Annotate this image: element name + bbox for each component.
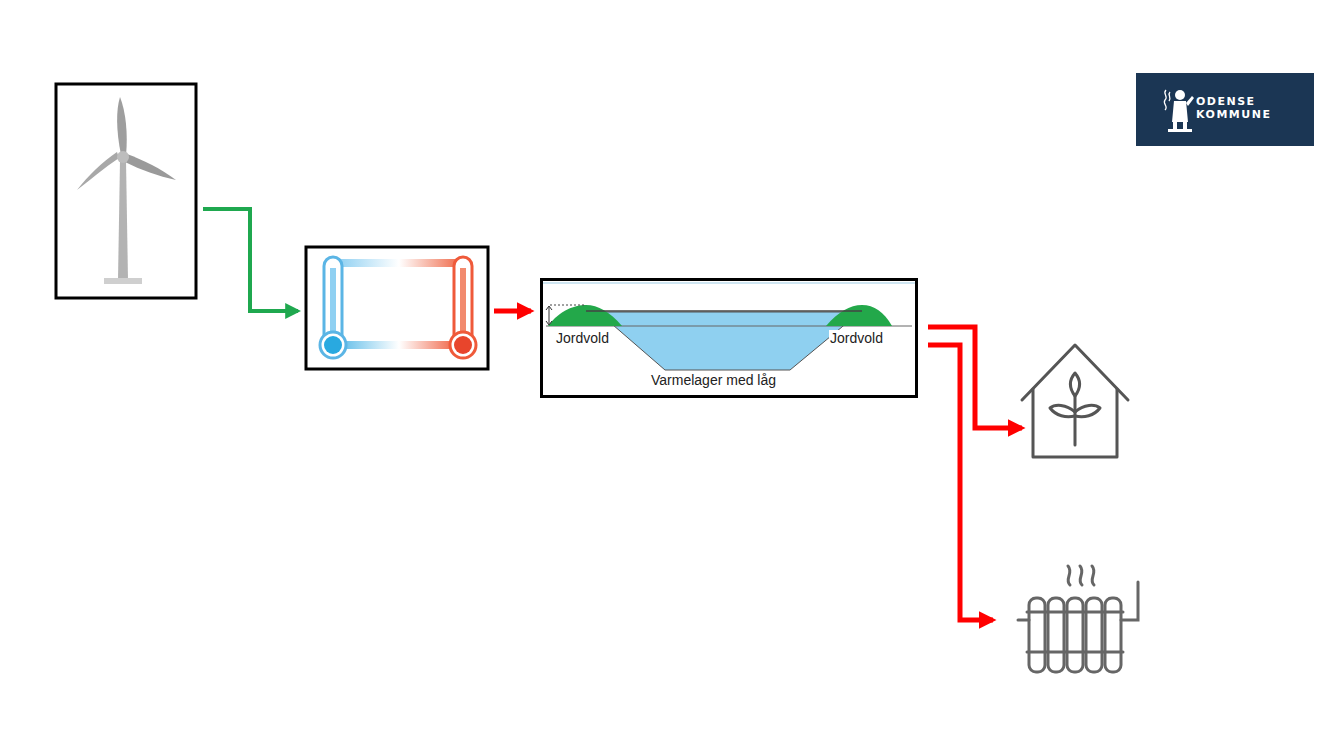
- radiator-riser: [1121, 582, 1138, 620]
- logo-lightning: [1164, 90, 1170, 110]
- steam-line: [1092, 566, 1094, 585]
- sky-line: [543, 282, 915, 284]
- turbine-blade: [117, 97, 127, 155]
- turbine-hub: [117, 151, 129, 163]
- radiator-section: [1029, 598, 1045, 672]
- power-arrow: [203, 209, 298, 311]
- plant-bud: [1071, 373, 1080, 396]
- berm-label: Jordvold: [555, 330, 610, 346]
- radiator-valve: [1018, 619, 1029, 622]
- hot-bulb-ring: [450, 332, 476, 358]
- heat-pump: [306, 247, 488, 369]
- turbine-frame: [56, 84, 196, 298]
- turbine-blade: [77, 152, 119, 190]
- plant-leaf: [1050, 405, 1075, 416]
- cold-bulb: [324, 336, 342, 354]
- wind-turbine: [56, 84, 196, 298]
- berm: [548, 305, 622, 326]
- radiator-section: [1105, 598, 1121, 672]
- storage-pit: [598, 312, 860, 370]
- steam-line: [1068, 566, 1070, 585]
- logo-figure: [1168, 90, 1194, 132]
- storage-label: Varmelager med låg: [650, 372, 777, 388]
- plant-stem: [1074, 396, 1077, 445]
- greenhouse-roof: [1022, 345, 1128, 400]
- berm-label: Jordvold: [829, 330, 884, 346]
- radiator-section: [1048, 598, 1064, 672]
- pipe-bottom: [338, 341, 460, 349]
- radiator-section: [1067, 598, 1083, 672]
- greenhouse-walls: [1033, 389, 1117, 457]
- hot-column: [460, 268, 466, 338]
- pit-storage: [543, 281, 915, 395]
- logo-wordmark: ODENSE KOMMUNE: [1196, 95, 1280, 121]
- storage-ground: [543, 281, 915, 395]
- storage-box: Jordvold JordvoldVarmelager med låg: [540, 278, 918, 398]
- turbine-tower: [118, 160, 128, 280]
- greenhouse-icon: [1022, 345, 1128, 457]
- turbine-blade: [125, 154, 176, 180]
- heat-pump-frame: [306, 247, 488, 369]
- heat-arrow: [928, 327, 1022, 428]
- radiator-section: [1086, 598, 1102, 672]
- height-dimension: [546, 306, 552, 325]
- heat-arrow: [494, 309, 531, 314]
- plant-leaf: [1075, 405, 1100, 416]
- hot-bulb: [454, 336, 472, 354]
- turbine-base: [104, 278, 142, 284]
- radiator-pipe: [1027, 611, 1123, 614]
- berm: [826, 305, 892, 326]
- storage-lid: [586, 310, 862, 312]
- cold-column: [330, 268, 336, 338]
- logo-box: ODENSE KOMMUNE: [1136, 73, 1314, 146]
- pipe-top: [338, 259, 460, 267]
- steam-line: [1080, 566, 1082, 585]
- logo-emblem: [1160, 86, 1196, 134]
- height-guide: [550, 305, 584, 306]
- cold-bulb-ring: [320, 332, 346, 358]
- heat-arrow: [928, 345, 993, 620]
- radiator-pipe: [1027, 651, 1123, 654]
- radiator-icon: [1018, 566, 1138, 672]
